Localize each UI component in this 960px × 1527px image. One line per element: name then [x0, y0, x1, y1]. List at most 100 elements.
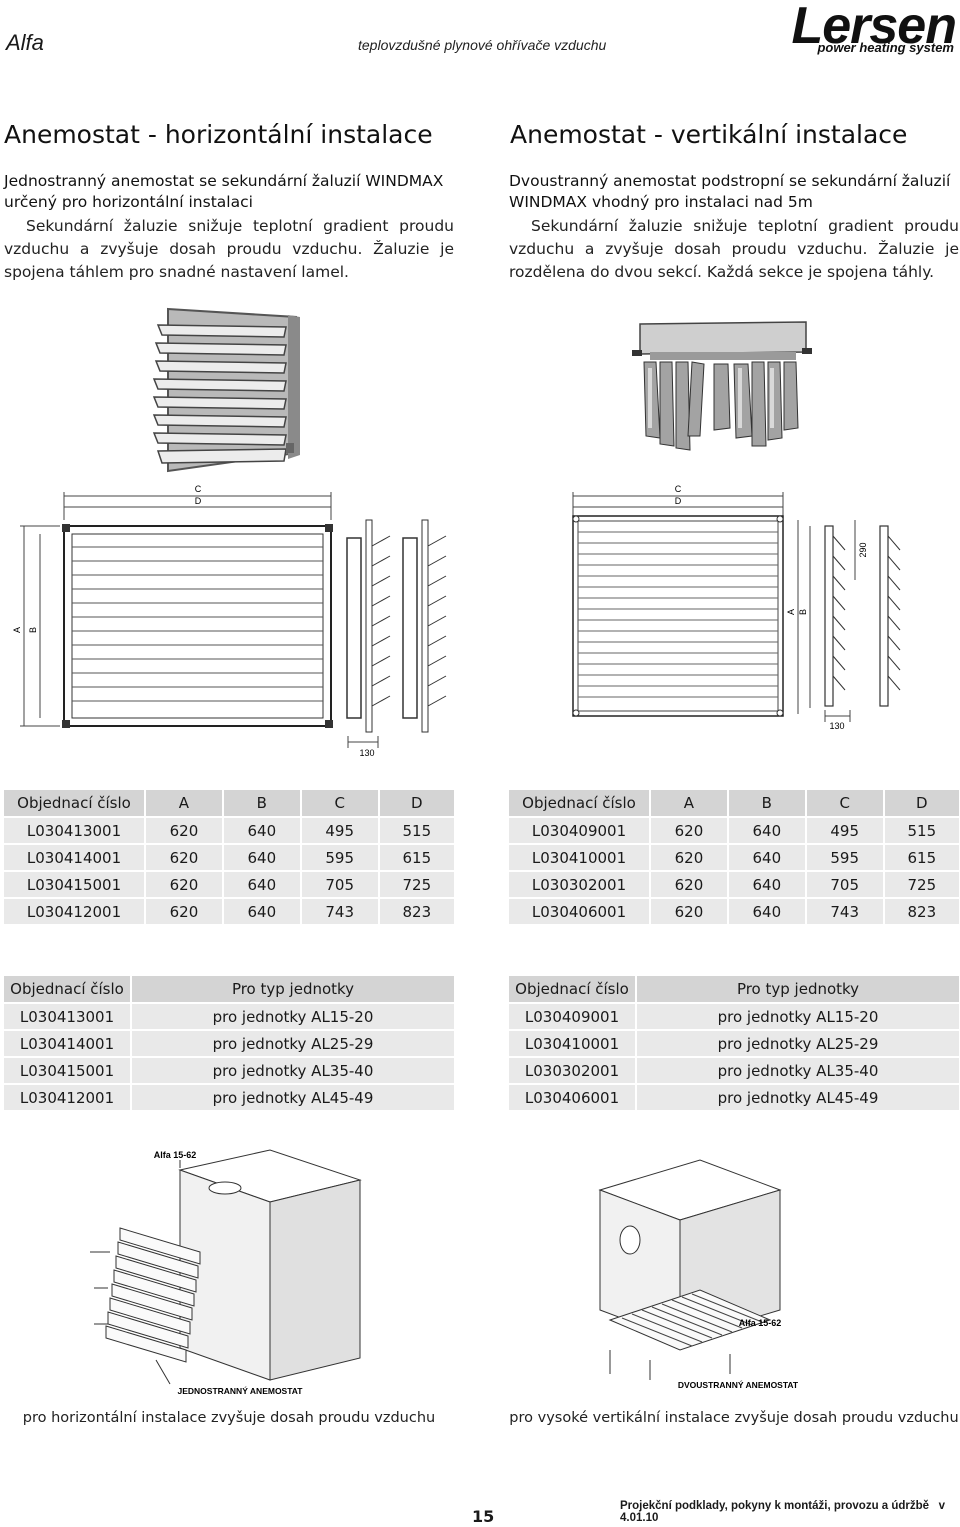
table-cell: 640 — [221, 843, 301, 871]
table-cell: pro jednotky AL45-49 — [130, 1083, 454, 1110]
col-header: Pro typ jednotky — [635, 976, 959, 1003]
table-cell: 595 — [299, 843, 379, 871]
footer-doc-title: Projekční podklady, pokyny k montáži, pr… — [620, 1500, 930, 1512]
table-cell: 495 — [804, 816, 884, 844]
col-header: B — [221, 790, 301, 817]
left-body: Sekundární žaluzie snižuje teplotní grad… — [4, 217, 454, 281]
dim-label-a: A — [786, 609, 796, 615]
table-cell: 620 — [649, 816, 728, 844]
table-cell: 640 — [726, 816, 806, 844]
table-cell: L030409001 — [509, 816, 650, 844]
table-cell: L030410001 — [509, 843, 650, 871]
table-cell: 620 — [649, 897, 728, 924]
right-unit-type-table: Objednací číslo Pro typ jednotky L030409… — [509, 976, 959, 1110]
horizontal-install-illustration: Alfa 15-62 JEDNOSTRANNÝ ANEMOSTAT — [90, 1149, 362, 1396]
table-cell: L030409001 — [509, 1002, 636, 1030]
table-cell: 595 — [804, 843, 884, 871]
brand-tagline: power heating system — [817, 40, 954, 55]
col-header: A — [649, 790, 728, 817]
dim-label-d: D — [195, 496, 202, 506]
col-header: Objednací číslo — [509, 976, 636, 1003]
dim-label-c: C — [675, 484, 682, 494]
right-caption: pro vysoké vertikální instalace zvyšuje … — [509, 1410, 959, 1426]
col-header: C — [804, 790, 884, 817]
left-caption: pro horizontální instalace zvyšuje dosah… — [22, 1410, 436, 1426]
table-cell: pro jednotky AL15-20 — [635, 1002, 959, 1030]
col-header: D — [377, 790, 454, 817]
table-cell: 743 — [299, 897, 379, 924]
footer-doc: Projekční podklady, pokyny k montáži, pr… — [620, 1500, 960, 1524]
table-cell: 620 — [144, 843, 223, 871]
table-cell: pro jednotky AL25-29 — [130, 1029, 454, 1057]
table-cell: 640 — [726, 897, 806, 924]
dim-label-depth: 130 — [359, 748, 374, 758]
left-section-title: Anemostat - horizontální instalace — [4, 120, 433, 149]
table-cell: L030410001 — [509, 1029, 636, 1057]
table-cell: L030406001 — [509, 1083, 636, 1110]
col-header: Objednací číslo — [4, 790, 145, 817]
table-cell: pro jednotky AL45-49 — [635, 1083, 959, 1110]
table-cell: 640 — [221, 897, 301, 924]
table-cell: L030302001 — [509, 870, 650, 898]
table-cell: L030412001 — [4, 897, 145, 924]
table-cell: L030406001 — [509, 897, 650, 924]
col-header: B — [726, 790, 806, 817]
table-cell: pro jednotky AL25-29 — [635, 1029, 959, 1057]
table-cell: 620 — [144, 897, 223, 924]
table-cell: L030413001 — [4, 1002, 131, 1030]
table-cell: pro jednotky AL15-20 — [130, 1002, 454, 1030]
illustration-label: Alfa 15-62 — [739, 1318, 782, 1328]
footer-version: v 4.01.10 — [620, 1500, 946, 1524]
table-cell: L030415001 — [4, 1056, 131, 1084]
col-header: C — [299, 790, 379, 817]
table-cell: L030302001 — [509, 1056, 636, 1084]
illustration-callout: DVOUSTRANNÝ ANEMOSTAT — [678, 1379, 799, 1390]
table-cell: pro jednotky AL35-40 — [635, 1056, 959, 1084]
illustration-label: Alfa 15-62 — [154, 1150, 197, 1160]
table-cell: L030413001 — [4, 816, 145, 844]
table-cell: 640 — [221, 870, 301, 898]
left-lead: Jednostranný anemostat se sekundární žal… — [4, 172, 444, 211]
dim-label-section: 290 — [858, 542, 868, 557]
table-cell: 705 — [299, 870, 379, 898]
table-cell: 705 — [804, 870, 884, 898]
horizontal-louver-drawing: C D A B 130 — [12, 484, 447, 758]
vertical-louver-photo — [632, 321, 812, 451]
table-cell: 515 — [882, 816, 959, 844]
table-cell: 640 — [726, 870, 806, 898]
table-cell: L030414001 — [4, 1029, 131, 1057]
col-header: D — [882, 790, 959, 817]
table-cell: 620 — [144, 816, 223, 844]
dim-label-a: A — [12, 627, 22, 633]
vertical-louver-drawing: C D A B 290 130 — [572, 484, 901, 731]
table-cell: L030414001 — [4, 843, 145, 871]
table-cell: L030412001 — [4, 1083, 131, 1110]
table-cell: 823 — [882, 897, 959, 924]
table-cell: 495 — [299, 816, 379, 844]
vertical-install-illustration: Alfa 15-62 DVOUSTRANNÝ ANEMOSTAT — [598, 1159, 799, 1390]
table-cell: 620 — [649, 870, 728, 898]
table-cell: 515 — [377, 816, 454, 844]
header-model: Alfa — [6, 30, 44, 55]
right-section-title: Anemostat - vertikální instalace — [510, 120, 908, 149]
dim-label-b: B — [28, 627, 38, 633]
col-header: A — [144, 790, 223, 817]
illustration-callout: JEDNOSTRANNÝ ANEMOSTAT — [178, 1385, 304, 1396]
table-cell: 620 — [649, 843, 728, 871]
